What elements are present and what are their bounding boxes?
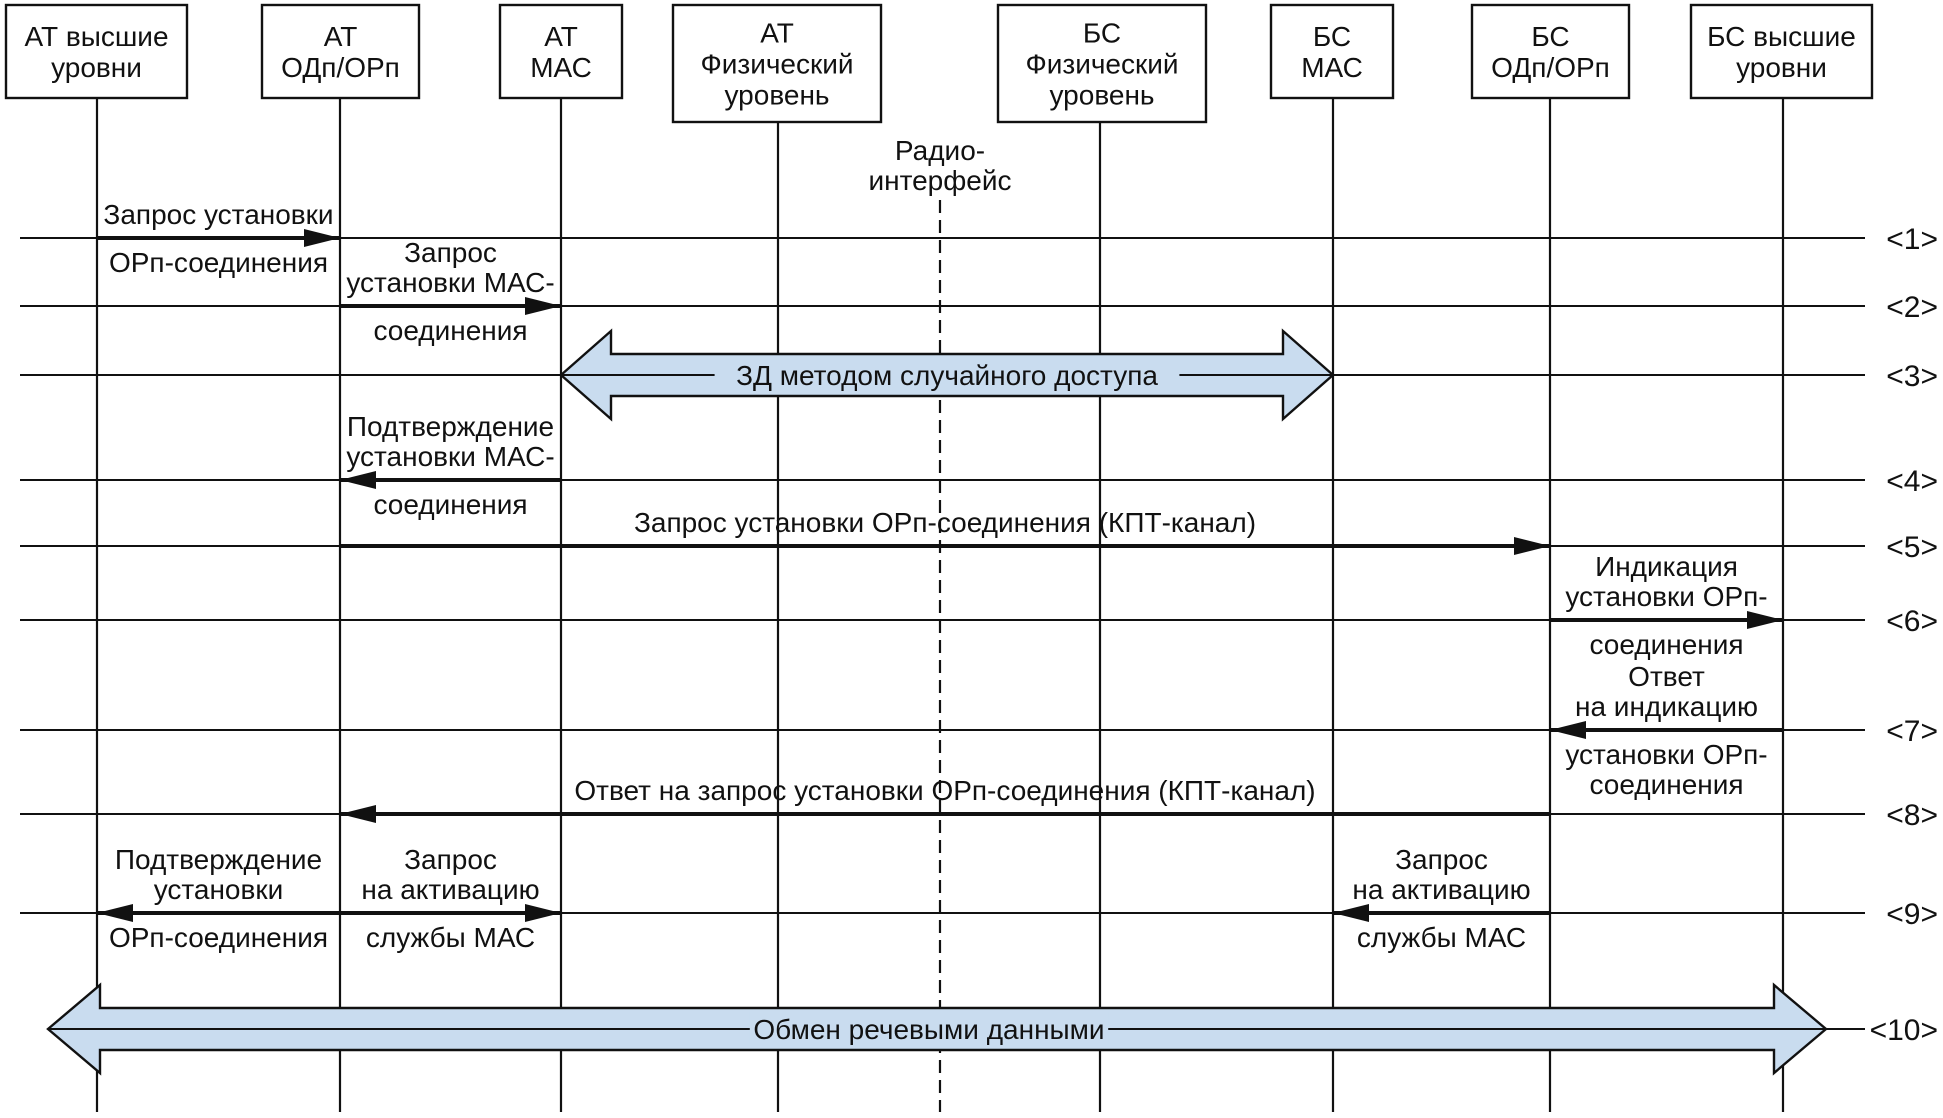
- entity-label: уровень: [724, 80, 829, 111]
- message-label: Индикация: [1595, 551, 1738, 582]
- message-arrowhead: [1747, 611, 1783, 629]
- entity-box-bs_phy: [996, 3, 1208, 124]
- entity-label: МАС: [1301, 52, 1363, 83]
- message-label: Ответ на запрос установки ОРп-соединения…: [574, 775, 1315, 806]
- step-label: <4>: [1886, 465, 1938, 498]
- entity-label: АТ: [760, 18, 794, 49]
- message-label: ОРп-соединения: [109, 922, 328, 953]
- entity-label: АТ: [324, 21, 358, 52]
- message-arrowhead: [525, 904, 561, 922]
- message-label: ОРп-соединения: [109, 247, 328, 278]
- entity-label: БС высшие: [1707, 21, 1856, 52]
- entity-label: ОДп/ОРп: [1491, 52, 1610, 83]
- message-label: Подтверждение: [115, 844, 322, 875]
- message-label: службы МАС: [366, 922, 535, 953]
- entity-label: уровни: [51, 52, 142, 83]
- message-label: Запрос установки ОРп-соединения (КПТ-кан…: [634, 507, 1256, 538]
- band-label-bg: [714, 358, 1180, 390]
- step-label: <9>: [1886, 898, 1938, 931]
- message-arrowhead: [97, 904, 133, 922]
- message-label: установки МАС-: [346, 267, 554, 298]
- entity-label: уровни: [1736, 52, 1827, 83]
- message-arrowhead: [340, 805, 376, 823]
- band-label: ЗД методом случайного доступа: [736, 360, 1158, 391]
- entity-label: Физический: [700, 49, 853, 80]
- message-label: на активацию: [1352, 874, 1530, 905]
- radio-interface: Радио-интерфейс: [868, 135, 1012, 1112]
- message-label: установки: [154, 874, 284, 905]
- message-label: соединения: [373, 315, 527, 346]
- entity-box-bs_odp: [1470, 3, 1631, 100]
- message-label: на индикацию: [1575, 691, 1758, 722]
- entity-label: Физический: [1025, 49, 1178, 80]
- entity-label: ОДп/ОРп: [281, 52, 400, 83]
- step-label: <3>: [1886, 360, 1938, 393]
- entity-label: БС: [1531, 21, 1569, 52]
- step-label: <5>: [1886, 531, 1938, 564]
- step-label: <10>: [1870, 1014, 1938, 1047]
- message-label: соединения: [1589, 769, 1743, 800]
- step-label: <6>: [1886, 605, 1938, 638]
- entity-label: уровень: [1049, 80, 1154, 111]
- message-arrowhead: [1514, 537, 1550, 555]
- radio-interface-label: Радио-: [895, 135, 985, 166]
- message-label: службы МАС: [1357, 922, 1526, 953]
- message-label: Запрос: [404, 844, 497, 875]
- band-label: Обмен речевыми данными: [753, 1014, 1104, 1045]
- message-label: Запрос установки: [103, 199, 333, 230]
- message-label: Подтверждение: [347, 411, 554, 442]
- message-label: соединения: [373, 489, 527, 520]
- message-label: установки ОРп-: [1565, 581, 1767, 612]
- entity-label: МАС: [530, 52, 592, 83]
- entity-box-at_odp: [260, 3, 421, 100]
- message-arrowhead: [525, 297, 561, 315]
- message-label: Ответ: [1628, 661, 1705, 692]
- message-label: установки МАС-: [346, 441, 554, 472]
- radio-interface-label: интерфейс: [868, 165, 1011, 196]
- entity-box-at_upper: [4, 3, 189, 100]
- message-label: Запрос: [1395, 844, 1488, 875]
- entity-boxes: АТ высшиеуровниАТОДп/ОРпАТМАСАТФизически…: [4, 3, 1874, 124]
- entity-label: БС: [1083, 18, 1121, 49]
- message-label: установки ОРп-: [1565, 739, 1767, 770]
- lifelines: [95, 98, 1785, 1112]
- entity-box-at_mac: [498, 3, 624, 100]
- message-arrowhead: [1333, 904, 1369, 922]
- step-label: <2>: [1886, 291, 1938, 324]
- step-label: <1>: [1886, 223, 1938, 256]
- entity-label: АТ высшие: [24, 21, 168, 52]
- entity-label: АТ: [544, 21, 578, 52]
- entity-box-bs_mac: [1269, 3, 1395, 100]
- message-arrowhead: [1550, 721, 1586, 739]
- step-label: <7>: [1886, 715, 1938, 748]
- entity-box-at_phy: [671, 3, 883, 124]
- entity-label: БС: [1313, 21, 1351, 52]
- band-label-bg: [749, 1012, 1109, 1044]
- message-label: на активацию: [361, 874, 539, 905]
- step-label: <8>: [1886, 799, 1938, 832]
- message-label: Запрос: [404, 237, 497, 268]
- entity-box-bs_upper: [1689, 3, 1874, 100]
- message-arrowhead: [340, 471, 376, 489]
- message-label: соединения: [1589, 629, 1743, 660]
- message-arrowhead: [304, 229, 340, 247]
